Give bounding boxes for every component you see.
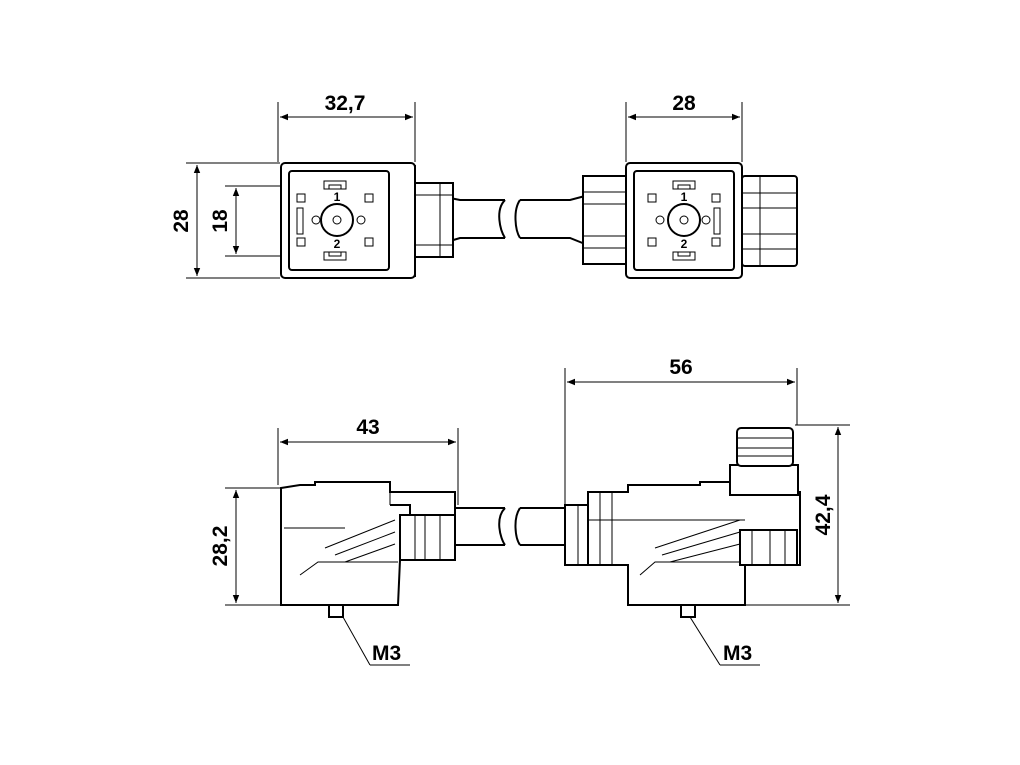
screw-m3 bbox=[680, 604, 696, 618]
side-view-right: 56 42,4 M3 bbox=[514, 356, 850, 666]
side-view-left: 43 28,2 M3 bbox=[209, 416, 506, 666]
leader-line bbox=[342, 616, 371, 666]
m12-socket bbox=[736, 427, 794, 467]
dim-height-28-2: 28,2 bbox=[209, 526, 232, 567]
angle-connector bbox=[729, 464, 799, 496]
housing bbox=[625, 162, 743, 279]
ground-icon bbox=[655, 215, 665, 225]
front-view-left: 32,7 28 18 bbox=[170, 92, 506, 279]
dim-inner-18: 18 bbox=[209, 209, 232, 233]
ground-icon bbox=[356, 215, 366, 225]
dim-length-43: 43 bbox=[356, 416, 379, 439]
connector-barrel bbox=[739, 529, 798, 566]
dim-width-28: 28 bbox=[672, 92, 696, 115]
screw-m3 bbox=[328, 604, 344, 618]
face-plate bbox=[633, 170, 735, 271]
pin-label-1: 1 bbox=[334, 190, 341, 204]
housing bbox=[280, 162, 416, 279]
label-m3: M3 bbox=[372, 642, 401, 665]
ground-icon bbox=[701, 215, 711, 225]
dim-width-32-7: 32,7 bbox=[325, 92, 366, 115]
dim-height-28: 28 bbox=[170, 209, 193, 233]
pin-label-2: 2 bbox=[334, 237, 341, 251]
pin-label-1: 1 bbox=[681, 190, 688, 204]
leader-line bbox=[689, 616, 721, 666]
pin-label-2: 2 bbox=[681, 237, 688, 251]
front-view-right: 28 1 2 bbox=[514, 92, 798, 279]
dim-height-42-4: 42,4 bbox=[812, 494, 835, 535]
cable bbox=[520, 195, 586, 201]
housing bbox=[280, 481, 456, 606]
label-m3: M3 bbox=[723, 642, 752, 665]
strain-relief bbox=[414, 182, 454, 258]
dim-length-56: 56 bbox=[669, 356, 692, 379]
connector-barrel bbox=[741, 175, 798, 267]
center-screw bbox=[320, 203, 354, 237]
ground-icon bbox=[311, 215, 321, 225]
strain-relief bbox=[399, 514, 456, 561]
grip-lines bbox=[654, 519, 741, 563]
grip-lines bbox=[324, 519, 396, 563]
strain-relief bbox=[582, 175, 627, 265]
face-plate bbox=[288, 170, 390, 271]
center-screw bbox=[667, 203, 701, 237]
